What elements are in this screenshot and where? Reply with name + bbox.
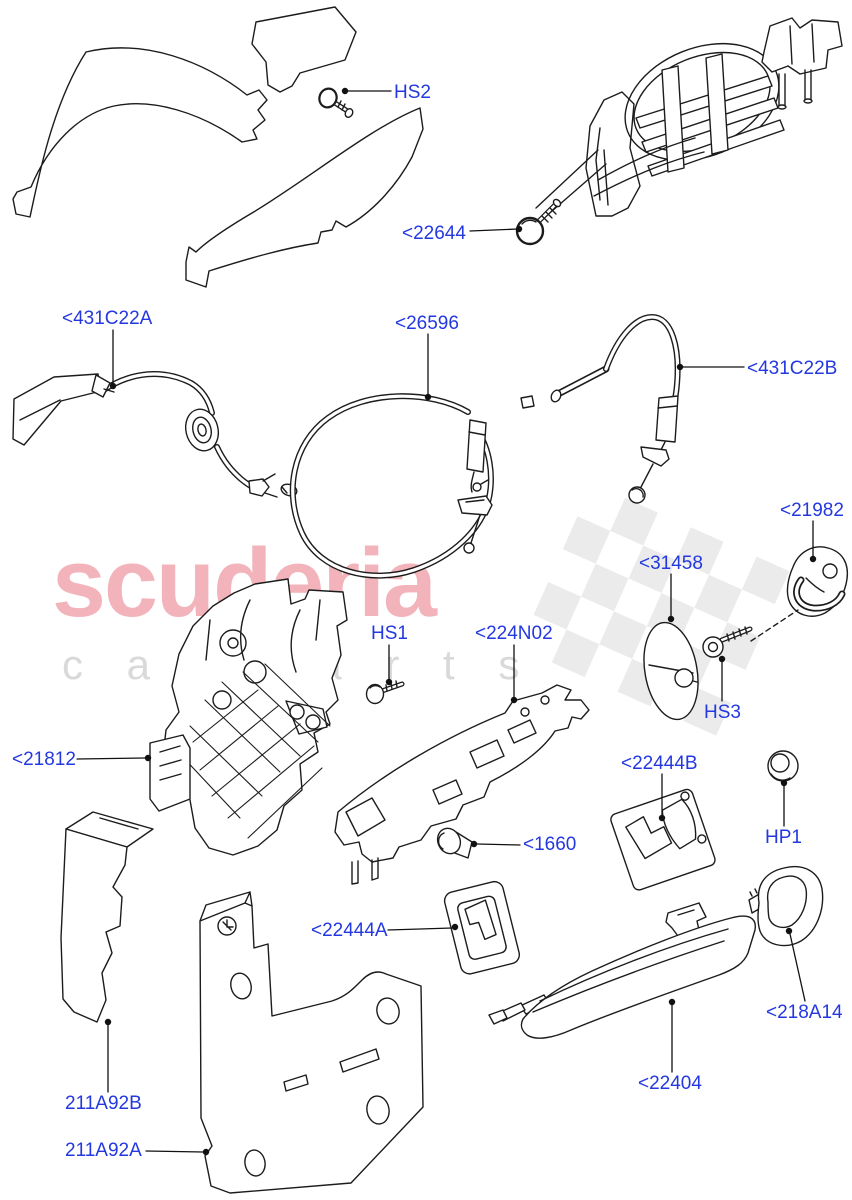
handle-support-bracket-224N02-drawing bbox=[334, 684, 590, 885]
part-label-21812[interactable]: <21812 bbox=[12, 749, 76, 770]
exterior-door-handle-22404-drawing bbox=[488, 902, 756, 1039]
door-latch-21812-drawing bbox=[149, 578, 348, 856]
lock-cable-431C22A-drawing bbox=[12, 371, 298, 498]
part-label-22404[interactable]: <22404 bbox=[638, 1073, 702, 1094]
part-label-HS1[interactable]: HS1 bbox=[371, 623, 408, 644]
foam-pad-211A92B-drawing bbox=[60, 811, 154, 1023]
leader-lines bbox=[76, 87, 817, 1156]
part-label-431C22A[interactable]: <431C22A bbox=[62, 308, 153, 329]
part-label-1660[interactable]: <1660 bbox=[523, 834, 577, 855]
part-label-22444B[interactable]: <22444B bbox=[621, 753, 698, 774]
handle-gasket-22444A-drawing bbox=[443, 880, 521, 975]
hp1-grommet-drawing bbox=[767, 750, 799, 782]
door-striker-21982-drawing bbox=[750, 546, 849, 642]
part-label-31458[interactable]: <31458 bbox=[639, 553, 703, 574]
part-label-22444A[interactable]: <22444A bbox=[311, 920, 388, 941]
clip-1660-drawing bbox=[436, 827, 473, 859]
water-shield-211A92A-drawing bbox=[199, 891, 424, 1194]
part-label-HS2[interactable]: HS2 bbox=[394, 82, 431, 103]
part-label-211A92A[interactable]: 211A92A bbox=[65, 1140, 142, 1161]
handle-gasket-22444B-drawing bbox=[610, 788, 716, 891]
part-label-431C22B[interactable]: <431C22B bbox=[747, 358, 838, 379]
part-label-224N02[interactable]: <224N02 bbox=[475, 623, 553, 644]
handle-end-cap-218A14-drawing bbox=[748, 866, 824, 947]
part-label-26596[interactable]: <26596 bbox=[395, 313, 459, 334]
part-label-211A92B[interactable]: 211A92B bbox=[65, 1093, 142, 1114]
lock-cover-31458-drawing bbox=[643, 621, 699, 721]
part-label-HS3[interactable]: HS3 bbox=[704, 702, 741, 723]
hs3-screw-drawing bbox=[702, 626, 753, 658]
door-latch-module-drawing bbox=[535, 17, 843, 219]
hs2-screw-drawing bbox=[318, 87, 354, 118]
hs1-screw-drawing bbox=[365, 680, 405, 705]
latch-release-cable-26596-drawing bbox=[289, 393, 494, 579]
lock-cable-431C22B-drawing bbox=[520, 314, 681, 504]
part-label-21982[interactable]: <21982 bbox=[780, 500, 844, 521]
part-label-218A14[interactable]: <218A14 bbox=[766, 1002, 843, 1023]
part-label-22644[interactable]: <22644 bbox=[402, 223, 466, 244]
door-handle-gasket-outlines-drawing bbox=[12, 6, 424, 288]
screw-22644-drawing bbox=[515, 198, 562, 246]
part-label-HP1[interactable]: HP1 bbox=[765, 827, 802, 848]
